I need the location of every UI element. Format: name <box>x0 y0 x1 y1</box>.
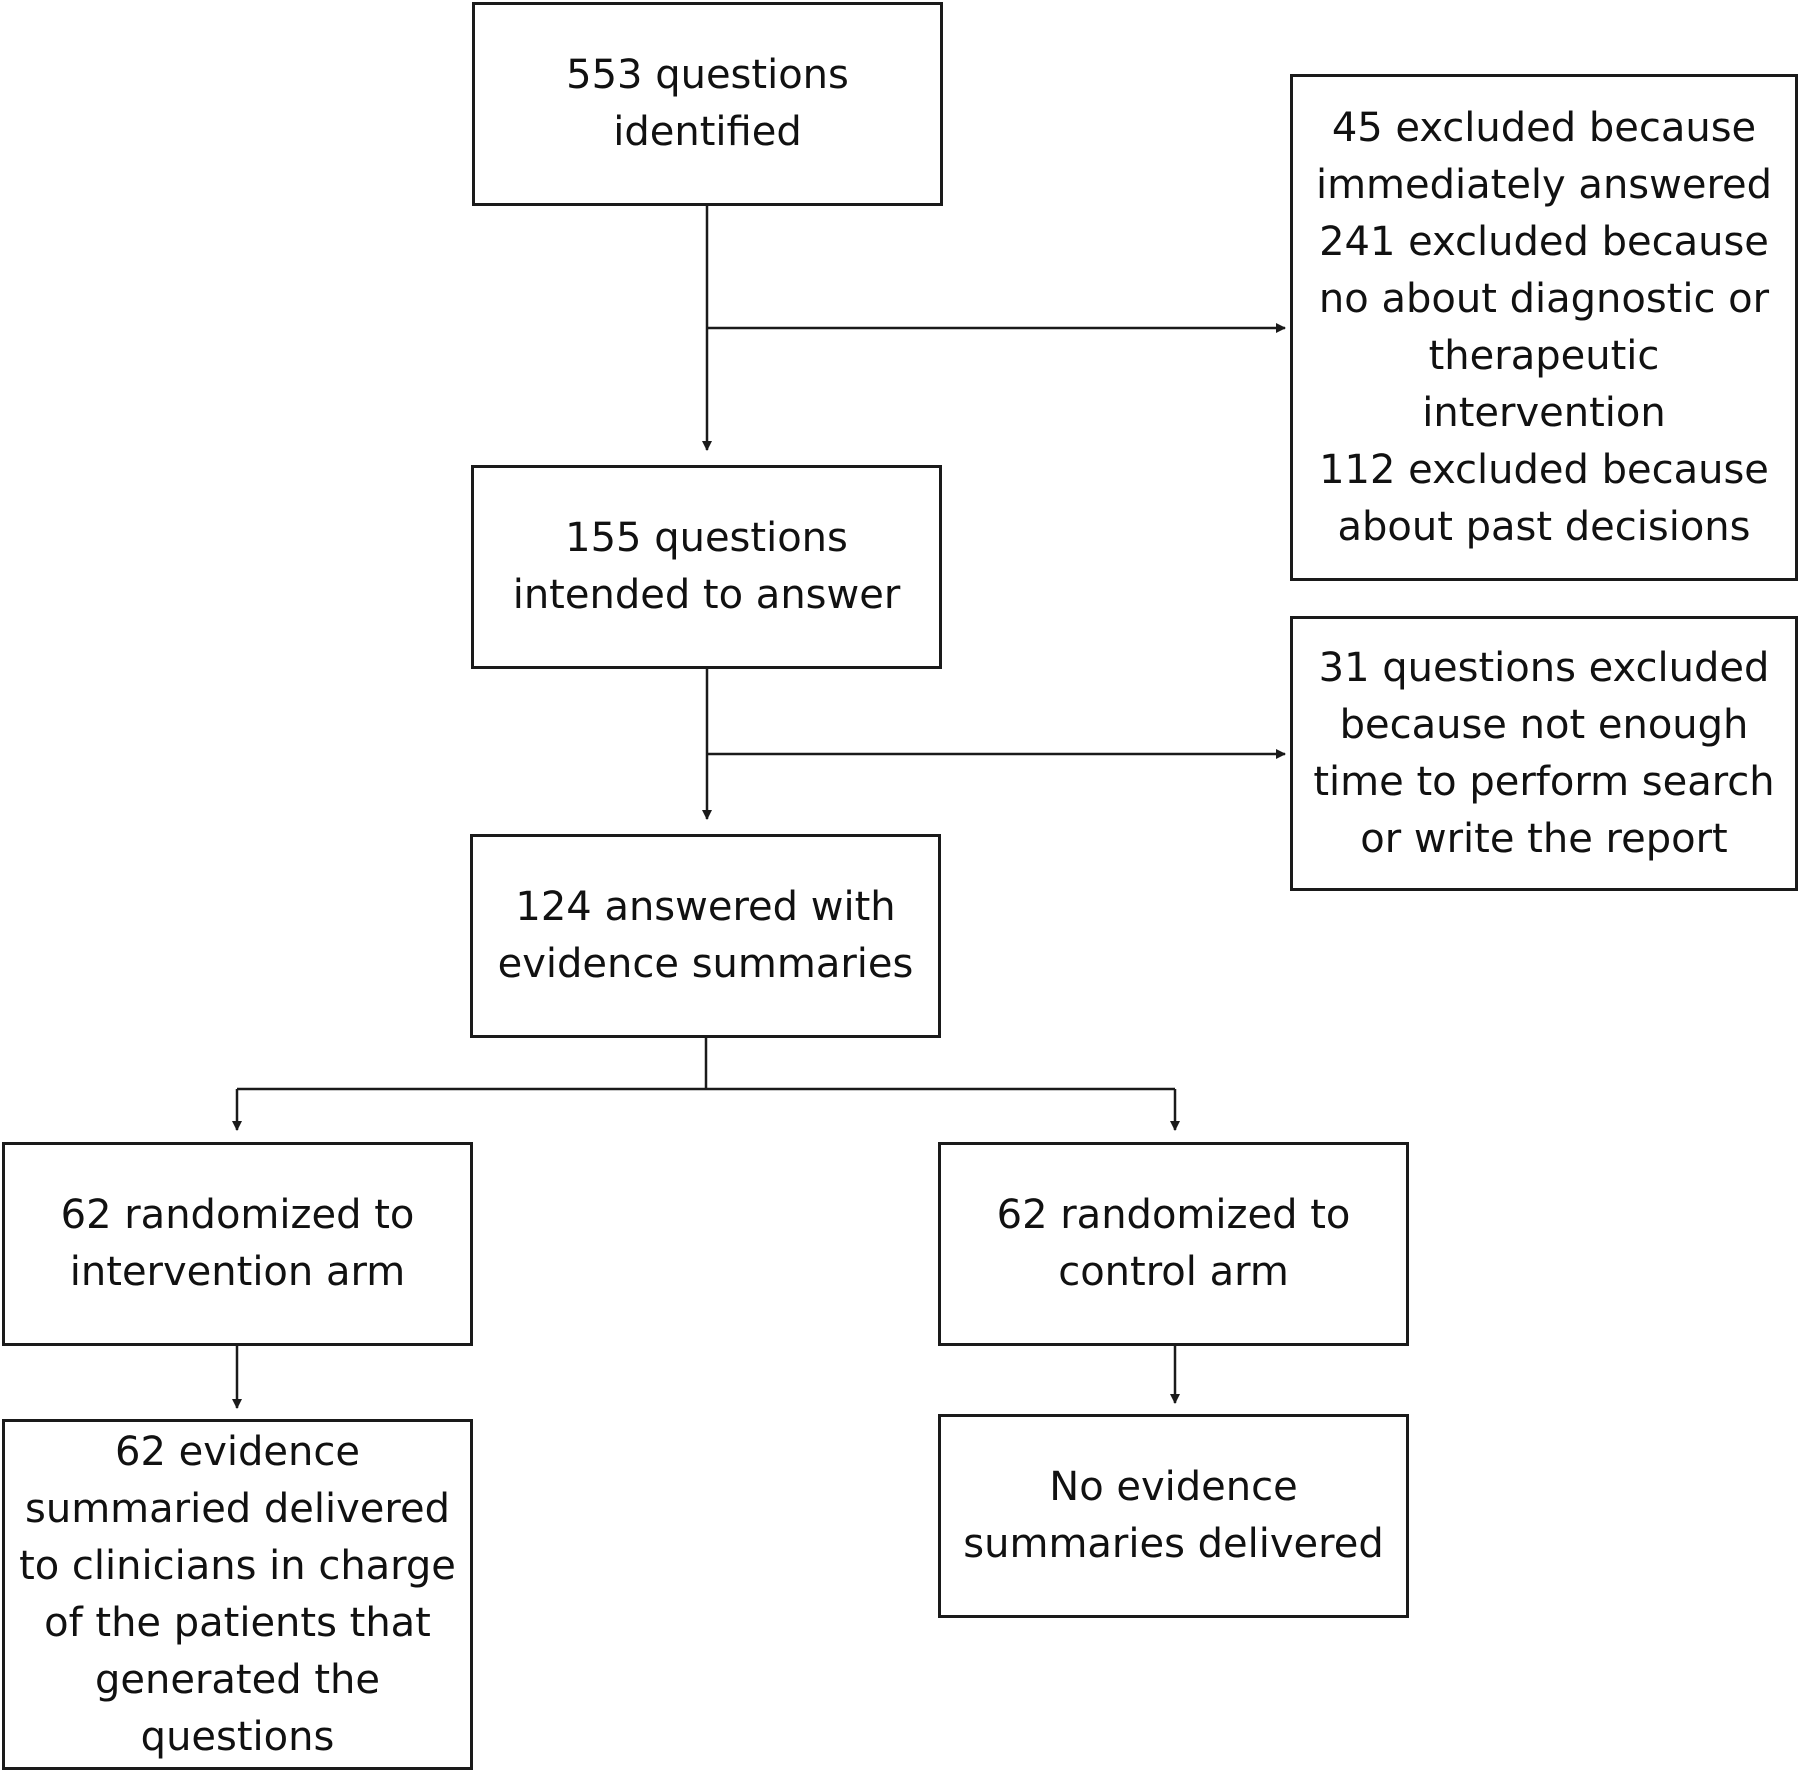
box-line: 45 excluded because <box>1331 104 1757 151</box>
box-line: intervention arm <box>69 1249 406 1295</box>
box-line: 31 questions excluded <box>1318 644 1770 691</box>
box-intervention-arm: 62 randomized to intervention arm <box>2 1142 473 1346</box>
box-line: 62 randomized to <box>60 1192 415 1238</box>
box-intervention-outcome: 62 evidence summaried delivered to clini… <box>2 1419 473 1770</box>
box-line: intended to answer <box>512 572 901 618</box>
box-line: control arm <box>1058 1249 1289 1295</box>
box-line: or write the report <box>1360 815 1728 862</box>
box-line: identified <box>613 109 802 155</box>
box-control-outcome: No evidence summaries delivered <box>938 1414 1409 1618</box>
box-questions-identified: 553 questions identified <box>472 2 943 206</box>
box-control-arm: 62 randomized to control arm <box>938 1142 1409 1346</box>
box-line: 553 questions <box>566 52 849 98</box>
box-line: summaried delivered <box>25 1485 450 1532</box>
box-line: 112 excluded because <box>1319 446 1769 493</box>
box-line: about past decisions <box>1337 503 1751 550</box>
box-line: 62 evidence <box>115 1428 360 1475</box>
box-line: summaries delivered <box>963 1521 1384 1567</box>
box-line: to clinicians in charge <box>19 1542 456 1589</box>
box-questions-intended: 155 questions intended to answer <box>471 465 942 669</box>
box-line: 124 answered with <box>515 884 896 930</box>
box-line: questions <box>140 1713 335 1760</box>
box-line: immediately answered <box>1315 161 1773 208</box>
box-line: therapeutic <box>1428 332 1660 379</box>
box-line: time to perform search <box>1313 758 1775 805</box>
box-line: because not enough <box>1339 701 1749 748</box>
box-line: no about diagnostic or <box>1318 275 1770 322</box>
box-answered: 124 answered with evidence summaries <box>470 834 941 1038</box>
box-excluded-second: 31 questions excluded because not enough… <box>1290 616 1798 891</box>
box-line: 155 questions <box>565 515 848 561</box>
box-line: No evidence <box>1049 1464 1298 1510</box>
box-line: evidence summaries <box>497 941 914 987</box>
box-excluded-first: 45 excluded because immediately answered… <box>1290 74 1798 581</box>
box-line: 241 excluded because <box>1319 218 1769 265</box>
box-line: of the patients that <box>44 1599 431 1646</box>
box-line: 62 randomized to <box>996 1192 1351 1238</box>
box-line: intervention <box>1422 389 1666 436</box>
box-line: generated the <box>95 1656 380 1703</box>
